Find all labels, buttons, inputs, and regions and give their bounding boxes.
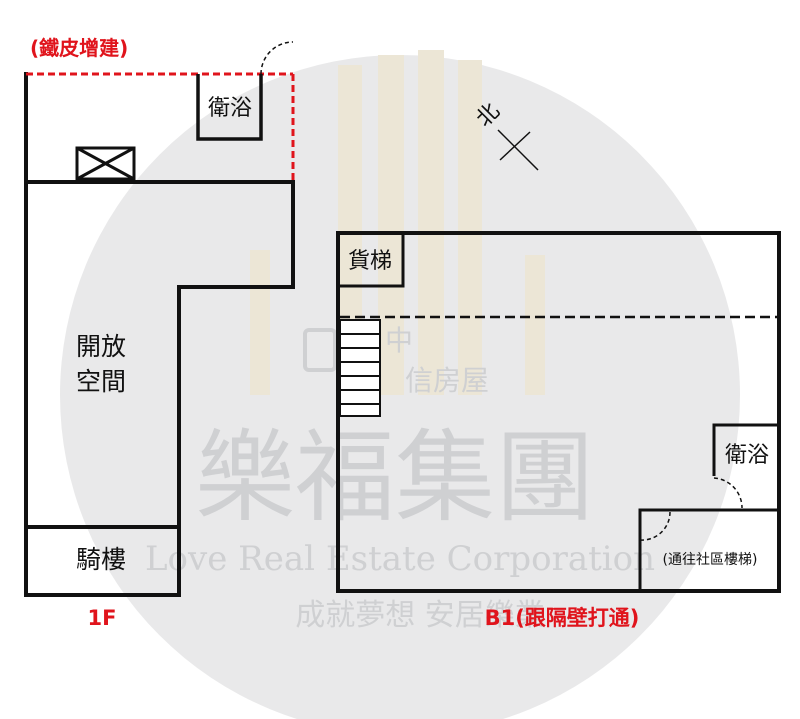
watermark-slogan: 成就夢想 安居樂業 xyxy=(295,598,545,633)
extension-label: (鐵皮增建) xyxy=(30,36,128,60)
open-space-label-2: 空間 xyxy=(76,367,126,396)
floor-b1-outline xyxy=(336,231,781,593)
floor-1f-walls xyxy=(24,72,295,597)
arcade-label: 騎樓 xyxy=(76,545,126,574)
bathroom-1f: 衛浴 xyxy=(196,74,263,141)
freight-elevator: 貨梯 xyxy=(338,233,405,288)
floor-b1-label: B1(跟隔壁打通) xyxy=(485,606,640,630)
watermark-brand-en: Love Real Estate Corporation xyxy=(145,539,655,579)
bathroom-b1: 衛浴 xyxy=(712,423,779,476)
bathroom-b1-label: 衛浴 xyxy=(725,443,769,468)
community-stairs-area: (通往社區樓梯) xyxy=(638,508,779,591)
watermark-logo-text-2: 信房屋 xyxy=(405,364,489,397)
watermark: 中 信房屋 樂福集團 Love Real Estate Corporation … xyxy=(60,50,740,719)
open-space-label-1: 開放 xyxy=(76,332,126,361)
door-swing-icon xyxy=(639,511,671,541)
community-stairs-label: (通往社區樓梯) xyxy=(663,552,758,568)
stove-icon xyxy=(75,146,136,181)
watermark-logo: 中 信房屋 xyxy=(303,324,489,397)
bathroom-1f-label: 衛浴 xyxy=(208,96,252,121)
door-swing-icon xyxy=(260,41,294,75)
floor-b1: 貨梯 衛浴 (通往社區樓梯) B1(跟隔壁打通) xyxy=(336,231,781,630)
watermark-logo-text-1: 中 xyxy=(385,324,413,357)
stairs-icon xyxy=(339,319,381,417)
floor-1f: (鐵皮增建) 衛浴 開放 空間 騎樓 1F xyxy=(24,36,295,630)
door-swing-icon xyxy=(713,477,743,509)
north-arrow-icon xyxy=(497,129,539,171)
freight-elevator-label: 貨梯 xyxy=(348,249,392,274)
extension-outline xyxy=(26,72,295,182)
watermark-brand-cn: 樂福集團 xyxy=(195,419,595,536)
floor-1f-label: 1F xyxy=(88,606,117,630)
